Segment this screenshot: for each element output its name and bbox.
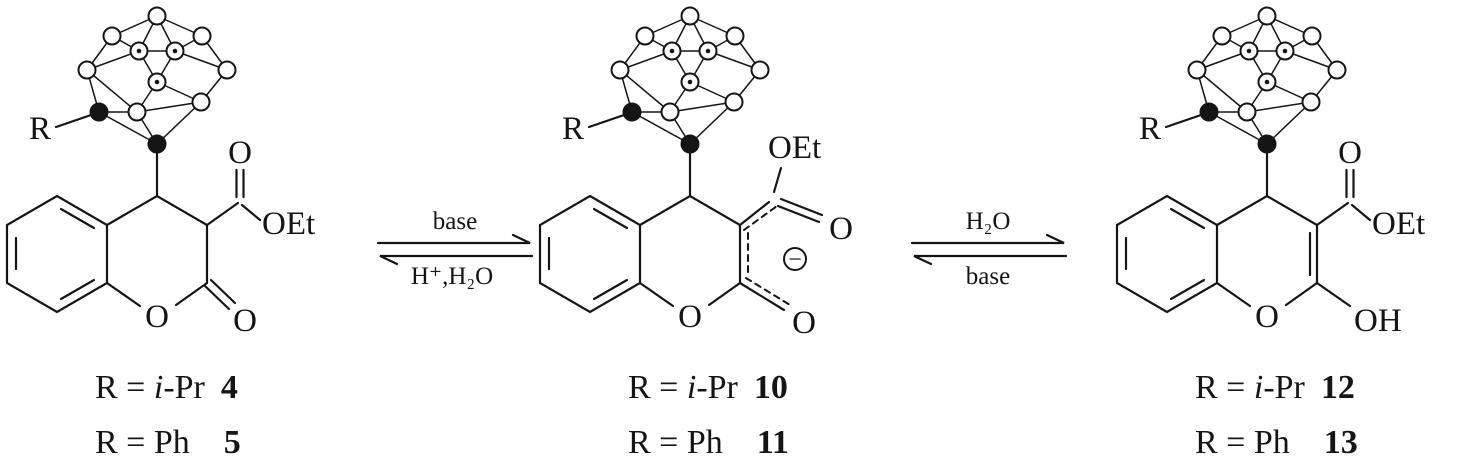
legend-rest: Ph (1254, 424, 1290, 461)
legend-eq: R = (95, 369, 154, 406)
condition-below: base (966, 263, 1010, 290)
equilibrium-arrow-1: base H⁺,H₂O (376, 208, 534, 290)
legend-eq: R = (1195, 369, 1254, 406)
chromene-skeleton (538, 152, 742, 314)
enol-group: OH O (1255, 281, 1402, 339)
legend-eq: R = (1195, 424, 1254, 461)
legend-eq: R = (628, 424, 687, 461)
legend-eq: R = (628, 369, 687, 406)
compound-number: 10 (754, 369, 788, 406)
bond (1350, 203, 1372, 222)
chromene-skeleton (5, 152, 209, 314)
bond (772, 166, 783, 194)
bond (738, 200, 771, 227)
legend-italic: i (154, 369, 163, 406)
carborane-cage-icon (610, 6, 770, 154)
equilibrium-arrow-2: H₂O base (910, 208, 1068, 290)
compound-number: 4 (221, 369, 238, 406)
legend-row: R = Ph 13 (1195, 424, 1358, 461)
equilibrium-forward-harpoon (910, 233, 1065, 245)
lactone-group: O O (678, 277, 816, 341)
lactone-o-label: O (792, 305, 816, 341)
structure-compound-10-11: R OEt O − O O R = i-Pr 10 R = Ph 11 (538, 6, 853, 461)
ester-oet-label: OEt (768, 130, 821, 166)
carbonyl-double-bond (235, 168, 245, 199)
legend-row: R = i-Pr 12 (1195, 369, 1355, 406)
hydroxyl-label: OH (1354, 303, 1402, 339)
equilibrium-reverse-harpoon (379, 254, 534, 266)
condition-above: H₂O (966, 208, 1011, 235)
structure-compound-4-5: R O OEt O O R = i-Pr 4 R = Ph 5 (5, 6, 315, 461)
r-cage-bond (54, 113, 93, 129)
legend-rest: -Pr (163, 369, 205, 406)
structure-compound-12-13: R O OEt OH O R = i-Pr 12 R = Ph 13 (1115, 6, 1425, 461)
delocalized-dashed-bond (745, 277, 791, 306)
compound-number: 13 (1324, 424, 1358, 461)
ester-oet-label: OEt (262, 206, 315, 242)
legend-row: R = i-Pr 10 (628, 369, 788, 406)
equilibrium-reverse-harpoon (913, 254, 1068, 266)
legend-rest: Ph (687, 424, 723, 461)
circled-minus-icon (783, 247, 807, 271)
chromene-skeleton (1115, 152, 1319, 314)
bond (1315, 281, 1352, 308)
ester-carbonyl-o-label: O (829, 211, 853, 247)
ester-carbonyl-o-label: O (228, 135, 252, 171)
r-substituent-label: R (1139, 111, 1161, 147)
legend-rest: -Pr (696, 369, 738, 406)
ester-group: OEt O (738, 130, 853, 247)
bond (205, 201, 240, 227)
ester-carbonyl-o-label: O (1338, 135, 1362, 171)
ester-oet-label: OEt (1372, 206, 1425, 242)
equilibrium-forward-harpoon (376, 233, 531, 245)
lactone-double-bond (203, 278, 237, 311)
compound-number: 5 (224, 424, 241, 461)
r-cage-bond (587, 113, 626, 129)
ring-o-label: O (1255, 299, 1279, 335)
carborane-cage-icon (1187, 6, 1347, 154)
ester-group: O OEt (205, 135, 315, 242)
ring-o-label: O (678, 299, 702, 335)
lactone-o-label: O (233, 303, 257, 339)
enolate-group: − (747, 232, 807, 276)
bond (738, 281, 786, 312)
r-substituent-label: R (29, 111, 51, 147)
ester-group: O OEt (1315, 135, 1425, 242)
compound-number: 11 (757, 424, 789, 461)
ring-o-label: O (145, 299, 169, 335)
legend-rest: -Pr (1263, 369, 1305, 406)
carbonyl-double-bond (1345, 168, 1355, 199)
carbonyl-double-bond (776, 197, 824, 224)
legend-row: R = i-Pr 4 (95, 369, 238, 406)
condition-below: H⁺,H₂O (411, 263, 493, 290)
bond (240, 203, 262, 222)
bond (1315, 201, 1350, 227)
carborane-cage-icon (77, 6, 237, 154)
delocalized-dashed-bond (743, 205, 778, 231)
legend-eq: R = (95, 424, 154, 461)
legend-italic: i (687, 369, 696, 406)
r-substituent-label: R (562, 111, 584, 147)
condition-above: base (433, 208, 477, 235)
negative-charge-label: − (788, 247, 802, 273)
legend-row: R = Ph 11 (628, 424, 789, 461)
r-cage-bond (1164, 113, 1203, 129)
compound-number: 12 (1321, 369, 1355, 406)
lactone-group: O O (145, 278, 257, 339)
legend-rest: Ph (154, 424, 190, 461)
legend-italic: i (1254, 369, 1263, 406)
legend-row: R = Ph 5 (95, 424, 241, 461)
